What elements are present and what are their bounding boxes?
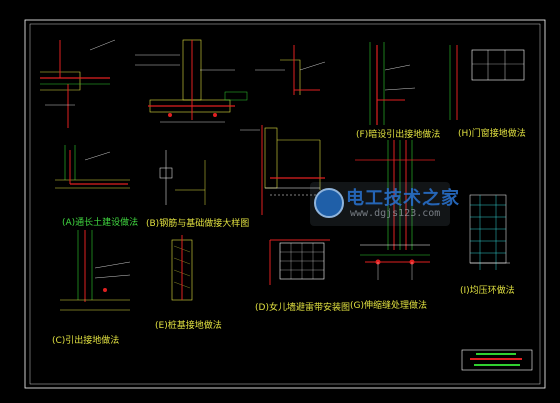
drawing-border-inner (29, 23, 541, 385)
caption-h: (H)门窗接地做法 (458, 129, 526, 139)
foundation-section-drawing (135, 39, 248, 123)
caption-i: (I)均压环做法 (460, 286, 515, 296)
watermark: 电工技术之家 www.dgjs123.com (310, 182, 459, 226)
corner-detail-drawing (255, 45, 326, 95)
detail-i-drawing (469, 194, 510, 270)
detail-e-drawing (171, 235, 193, 301)
caption-b: (B)钢筋与基础做接大样图 (146, 219, 250, 229)
detail-b-drawing (159, 150, 206, 205)
watermark-title: 电工技术之家 (346, 188, 460, 209)
caption-a: (A)通长土建设做法 (62, 218, 139, 228)
title-block (461, 349, 533, 371)
caption-d: (D)女儿墙避雷带安装图 (255, 303, 350, 313)
detail-f-drawing (369, 42, 416, 125)
detail-h-drawing (449, 45, 525, 120)
caption-f: (F)暗设引出接地做法 (356, 130, 441, 140)
detail-g-drawing (355, 140, 435, 280)
drawing-border-outer (24, 19, 546, 389)
detail-c-drawing (60, 230, 131, 311)
caption-e: (E)桩基接地做法 (155, 321, 222, 331)
detail-a-section (55, 145, 130, 189)
watermark-logo-icon (314, 188, 344, 218)
detail-a-drawing (40, 39, 116, 128)
watermark-url: www.dgjs123.com (350, 208, 441, 219)
detail-d-drawing (240, 125, 330, 215)
caption-c: (C)引出接地做法 (52, 336, 120, 346)
detail-d-grid-plan (269, 239, 330, 285)
caption-g: (G)伸缩缝处理做法 (350, 301, 427, 311)
